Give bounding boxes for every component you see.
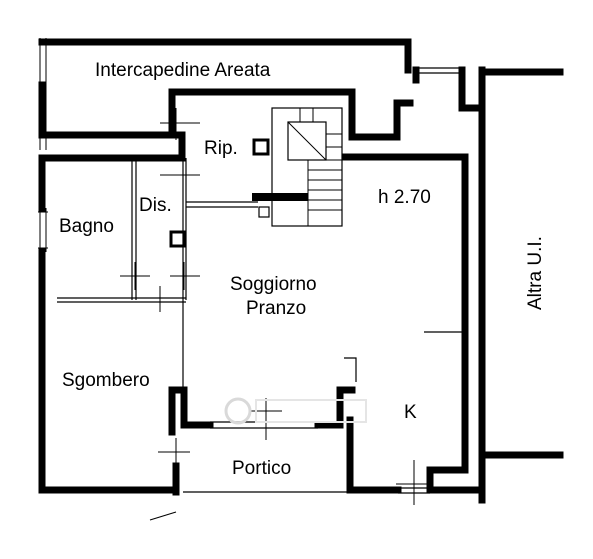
label-ceiling-height: h 2.70 [378, 187, 431, 208]
label-disimpegno: Dis. [139, 195, 172, 216]
pillars [169, 138, 357, 382]
label-pranzo: Pranzo [246, 298, 306, 319]
label-altra-ui: Altra U.I. [525, 236, 546, 310]
section-markers [38, 108, 432, 521]
room-labels: Intercapedine Areata Rip. Dis. Bagno h 2… [59, 60, 546, 479]
label-soggiorno: Soggiorno [230, 274, 317, 295]
label-sgombero: Sgombero [62, 370, 150, 391]
label-bagno: Bagno [59, 216, 114, 237]
label-intercapedine: Intercapedine Areata [95, 60, 271, 81]
watermark-logo [224, 397, 367, 425]
label-ripostiglio: Rip. [204, 138, 238, 159]
staircase [271, 107, 343, 227]
walls [38, 38, 564, 504]
label-cucina: K [404, 402, 417, 423]
label-portico: Portico [232, 458, 291, 479]
